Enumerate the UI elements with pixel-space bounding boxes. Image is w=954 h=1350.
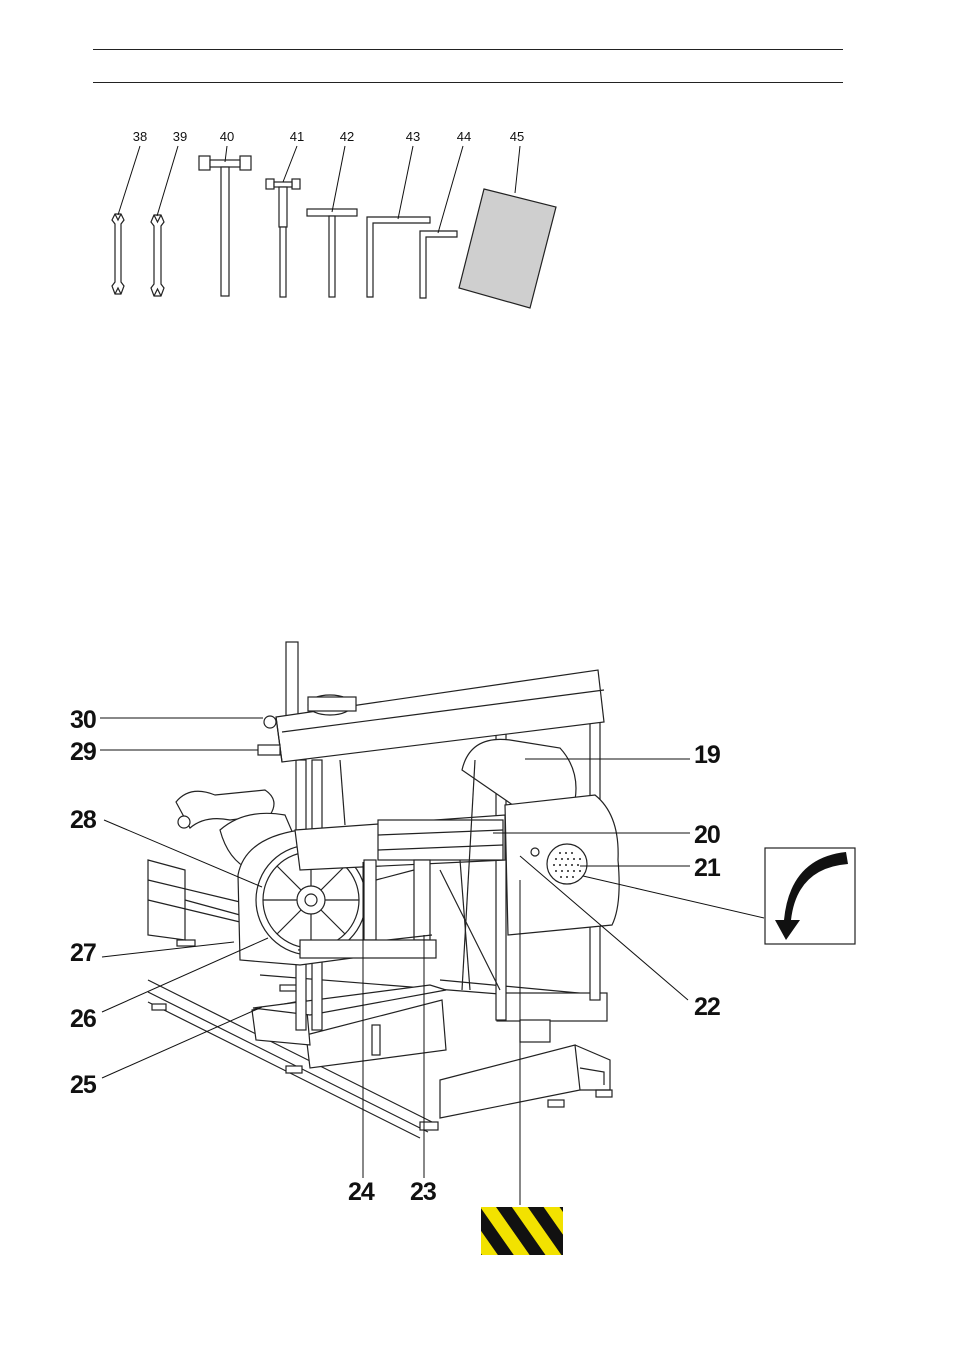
part-number-25: 25 (70, 1071, 97, 1099)
tool-number-39: 39 (173, 129, 187, 144)
part-number-22: 22 (694, 993, 720, 1021)
part-number-24: 24 (348, 1178, 375, 1206)
t-wrench-41-icon (266, 179, 300, 297)
manual-45-icon (459, 189, 556, 308)
tool-number-38: 38 (133, 129, 147, 144)
tool-number-42: 42 (340, 129, 354, 144)
tool-number-45: 45 (510, 129, 524, 144)
tool-number-44: 44 (457, 129, 471, 144)
allen-key-44-icon (420, 231, 457, 298)
part-number-27: 27 (70, 939, 96, 967)
part-number-29: 29 (70, 738, 96, 766)
part-number-21: 21 (694, 854, 721, 882)
part-number-23: 23 (410, 1178, 436, 1206)
wrench-39-icon (151, 215, 164, 296)
tool-number-40: 40 (220, 129, 234, 144)
t-wrench-40-icon (199, 156, 251, 296)
part-number-26: 26 (70, 1005, 96, 1033)
part-number-30: 30 (70, 706, 96, 734)
hazard-stripe-icon (481, 1207, 563, 1255)
tool-number-41: 41 (290, 129, 304, 144)
part-number-20: 20 (694, 821, 720, 849)
part-number-28: 28 (70, 806, 97, 834)
tool-number-43: 43 (406, 129, 420, 144)
tools-row: 38 39 40 41 42 43 44 45 (112, 129, 556, 308)
sawmill-drawing (148, 642, 855, 1255)
part-number-19: 19 (694, 741, 720, 769)
t-key-42-icon (307, 209, 357, 297)
wrench-38-icon (112, 214, 124, 294)
rotation-direction-arrow-icon (765, 848, 855, 944)
